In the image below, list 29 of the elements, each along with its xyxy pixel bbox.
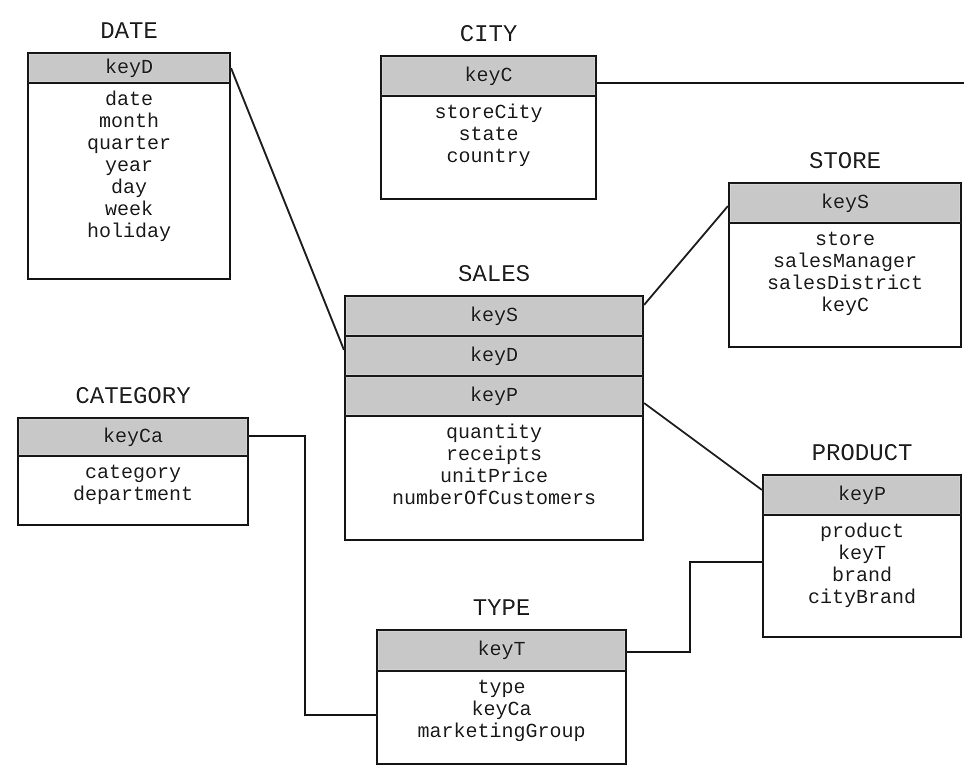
table-name: PRODUCT	[812, 441, 912, 468]
connector-line	[643, 205, 729, 306]
table-name: TYPE	[472, 596, 530, 623]
table-name: CATEGORY	[75, 384, 191, 411]
attribute-list: quantity receipts unitPrice numberOfCustomers	[392, 423, 596, 511]
table-name: DATE	[100, 19, 158, 46]
key-field: keyP	[764, 476, 960, 516]
key-field: keyS	[730, 184, 960, 224]
key-field: keyC	[382, 57, 595, 97]
attribute-list: storeCity state country	[434, 103, 543, 169]
connector-line	[643, 402, 763, 491]
key-field: keyS	[346, 297, 642, 337]
connector-line	[230, 68, 345, 350]
attribute-list: store salesManager salesDistrict keyC	[766, 230, 924, 318]
table-name: SALES	[458, 262, 530, 289]
connector-line	[597, 82, 964, 84]
table-name: CITY	[460, 22, 518, 49]
attribute-list: date month quarter year day week holiday	[86, 90, 171, 244]
attribute-list: category department	[72, 463, 194, 507]
connector-line	[627, 561, 762, 653]
key-field: keyT	[378, 631, 625, 672]
key-field: keyD	[346, 337, 642, 377]
connector-line	[249, 435, 376, 716]
key-field: keyCa	[19, 419, 247, 457]
key-field: keyD	[29, 54, 229, 84]
key-field: keyP	[346, 377, 642, 417]
attribute-list: type keyCa marketingGroup	[417, 678, 586, 744]
table-name: STORE	[808, 149, 881, 176]
attribute-list: product keyT brand cityBrand	[808, 522, 916, 610]
